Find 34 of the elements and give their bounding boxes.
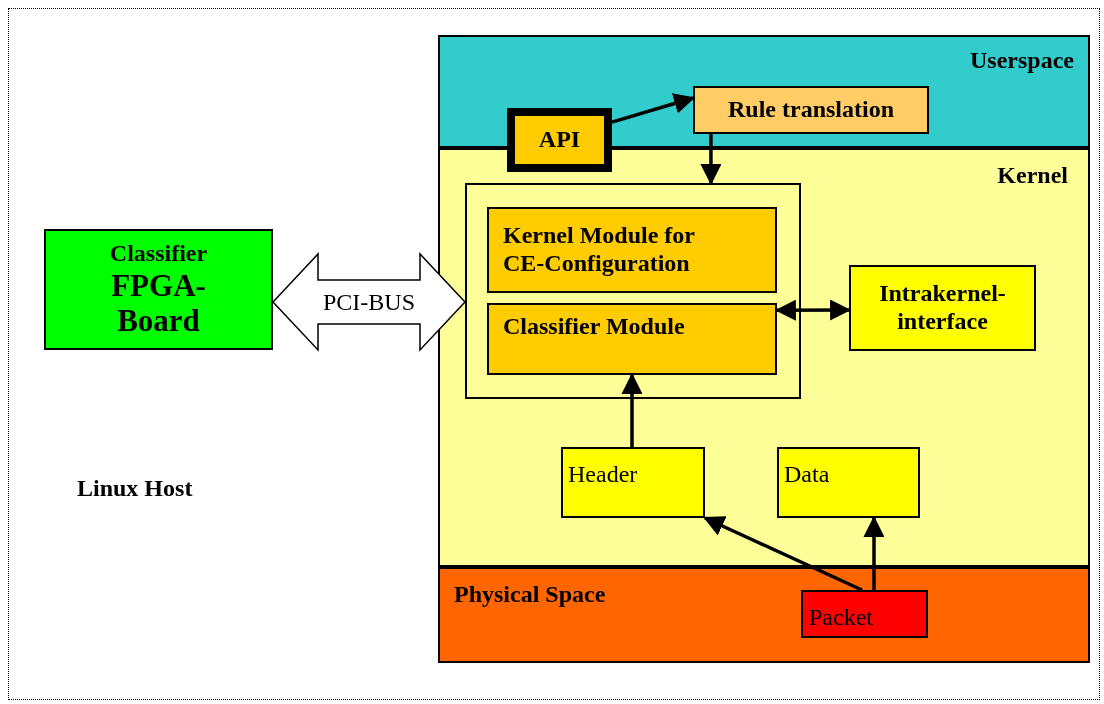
process-box <box>507 108 612 172</box>
host-label: Linux Host <box>77 475 193 503</box>
box-label: Kernel Module for CE-Configuration <box>503 222 696 278</box>
process-box <box>693 86 929 134</box>
interface-box <box>849 265 1036 351</box>
module-box <box>487 303 777 375</box>
box-label: Classifier <box>109 240 208 268</box>
box-label: FPGA-Board <box>110 267 207 339</box>
box-label: Data <box>784 461 830 489</box>
data-box <box>777 447 920 518</box>
band-title: Physical Space <box>454 581 606 609</box>
box-label: Packet <box>809 604 873 632</box>
box-label: Rule translation <box>728 96 894 124</box>
arrow <box>703 516 863 592</box>
frame <box>8 8 1100 700</box>
box-label: Intrakernel-interface <box>878 280 1007 336</box>
board-box <box>44 229 273 350</box>
band-title: Userspace <box>970 47 1074 75</box>
band <box>438 567 1090 663</box>
band <box>438 35 1090 148</box>
arrow <box>863 515 885 590</box>
box-label: Header <box>568 461 638 489</box>
module-box <box>487 207 777 293</box>
data-box <box>561 447 705 518</box>
group-box <box>465 183 801 399</box>
arrow <box>611 93 695 124</box>
packet-box <box>801 590 928 638</box>
box-label: Classifier Module <box>503 313 685 341</box>
arrow <box>700 134 722 186</box>
band <box>438 148 1090 567</box>
arrow <box>774 299 852 321</box>
band-title: Kernel <box>997 162 1068 190</box>
arrow <box>621 372 643 447</box>
box-label: API <box>538 126 581 154</box>
